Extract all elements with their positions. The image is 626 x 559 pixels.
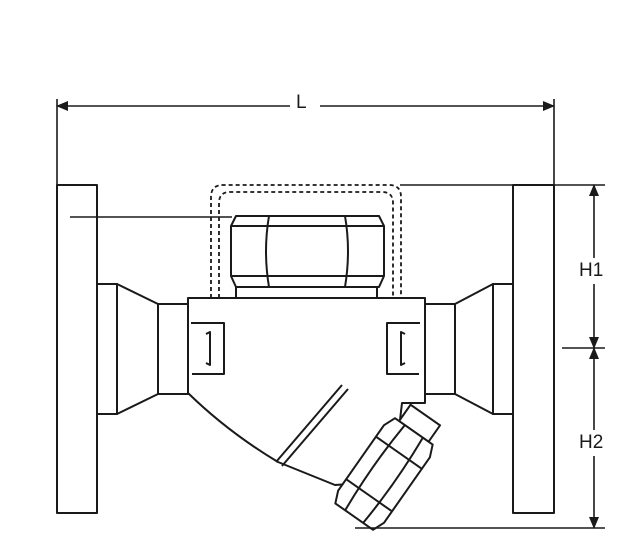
right-flange	[512, 184, 555, 514]
dimension-label-h2: H2	[576, 433, 607, 453]
left-neck	[96, 283, 189, 415]
right-neck	[424, 283, 514, 415]
cover-clearance-outline	[210, 184, 402, 298]
left-flange	[56, 184, 98, 514]
drain-cap	[334, 403, 442, 531]
valve-body	[187, 297, 426, 486]
top-cover-nut	[230, 215, 385, 299]
dimension-label-l: L	[293, 93, 310, 113]
dimension-label-h1: H1	[576, 261, 607, 281]
